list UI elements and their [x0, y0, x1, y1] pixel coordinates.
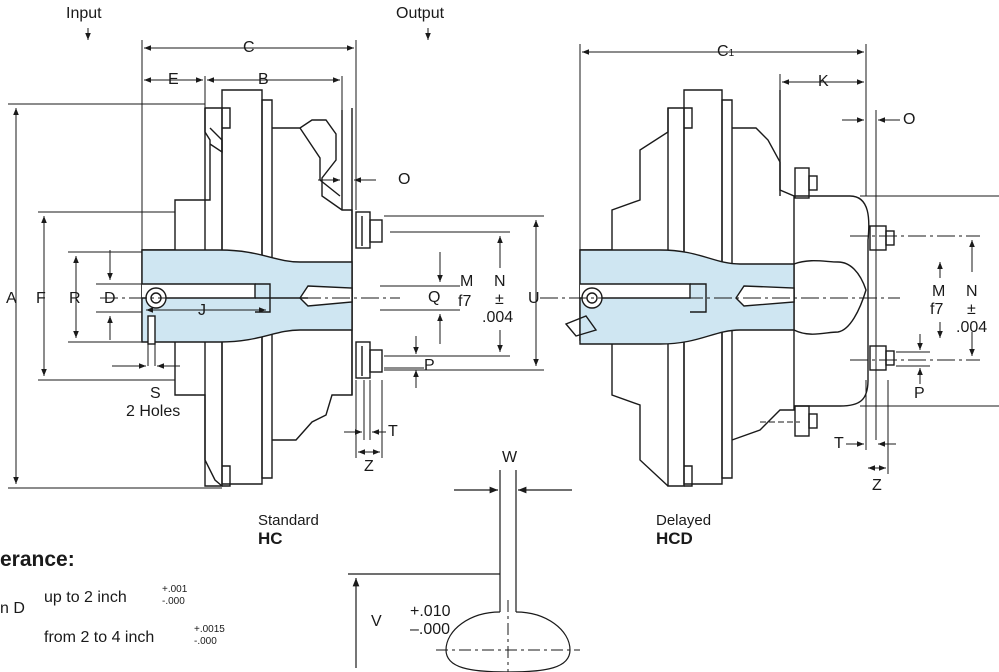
dim-n: N — [494, 273, 506, 290]
tolerance-row2: from 2 to 4 inch — [44, 629, 155, 646]
dim-s-note: 2 Holes — [126, 403, 181, 420]
dim-s: S — [150, 385, 161, 402]
dim-p-right: P — [914, 385, 925, 402]
dim-n-pm: ± — [495, 291, 504, 308]
dim-m-tol: f7 — [458, 293, 472, 310]
dim-t: T — [388, 423, 398, 440]
hcd-dimensions — [579, 44, 999, 474]
standard-model: HC — [258, 529, 283, 548]
dim-n-right: N — [966, 283, 978, 300]
keyway-detail — [348, 470, 580, 672]
keyway-tol-minus: –.000 — [410, 621, 451, 638]
delayed-model: HCD — [656, 529, 693, 548]
dim-n-pm-right: ± — [967, 301, 976, 318]
hcd-body — [540, 89, 900, 487]
dim-o-right: O — [903, 111, 916, 128]
dim-u: U — [528, 290, 540, 307]
dim-z: Z — [364, 458, 374, 475]
dim-d: D — [104, 290, 116, 307]
tolerance-row2-up: +.0015 — [194, 624, 225, 635]
tolerance-row1: up to 2 inch — [44, 589, 127, 606]
input-heading: Input — [66, 5, 102, 22]
standard-caption: Standard — [258, 512, 319, 529]
dim-r: R — [69, 290, 81, 307]
dim-m: M — [460, 273, 474, 290]
dim-j: J — [198, 302, 206, 319]
dim-t-right: T — [834, 435, 844, 452]
dim-q: Q — [428, 289, 441, 306]
dim-e: E — [168, 71, 179, 88]
dim-n-tol-right: .004 — [956, 319, 988, 336]
dim-n-tol: .004 — [482, 309, 514, 326]
tolerance-title: erance: — [0, 548, 75, 571]
keyway-v: V — [371, 613, 382, 630]
dim-m-tol-right: f7 — [930, 301, 944, 318]
dim-o: O — [398, 171, 411, 188]
dim-c: C — [243, 39, 255, 56]
dim-f: F — [36, 290, 46, 307]
delayed-caption: Delayed — [656, 512, 712, 529]
tolerance-row2-dn: -.000 — [194, 636, 217, 647]
keyway-tol-plus: +.010 — [410, 603, 451, 620]
dim-b: B — [258, 71, 269, 88]
tolerance-row1-up: +.001 — [162, 584, 188, 595]
dim-a: A — [6, 290, 17, 307]
hc-dimensions — [8, 28, 544, 489]
hc-body — [100, 89, 400, 487]
dim-c1: C1 — [717, 43, 735, 60]
tolerance-row-label: n D — [0, 600, 25, 617]
output-heading: Output — [396, 5, 445, 22]
dim-p: P — [424, 357, 435, 374]
dim-m-right: M — [932, 283, 946, 300]
dim-z-right: Z — [872, 477, 882, 494]
keyway-w: W — [502, 449, 518, 466]
tolerance-row1-dn: -.000 — [162, 596, 185, 607]
dim-k: K — [818, 73, 829, 90]
